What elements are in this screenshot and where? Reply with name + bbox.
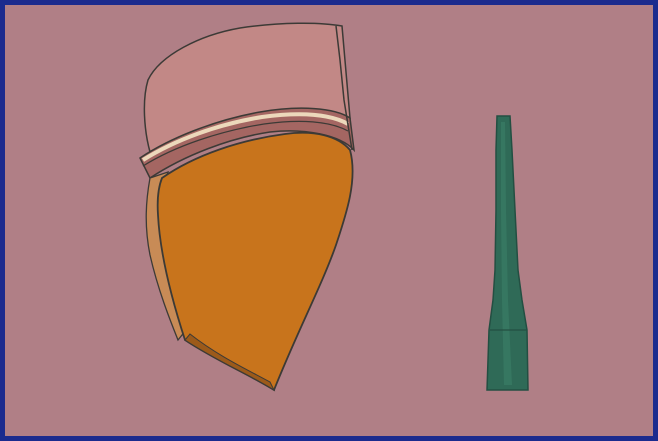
dental-preparation-diagram	[0, 0, 658, 441]
slide-frame	[0, 0, 658, 441]
